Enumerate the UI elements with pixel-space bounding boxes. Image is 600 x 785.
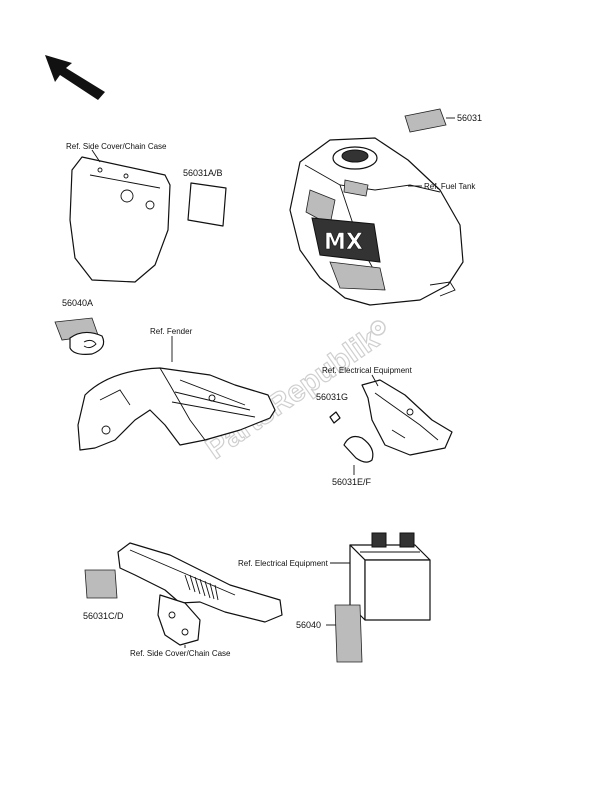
decal-56031G <box>329 411 341 424</box>
decal-56040A <box>54 317 105 355</box>
label-56040A: 56040A <box>62 298 93 308</box>
label-ref-fender: Ref. Fender <box>150 327 193 336</box>
label-ref-electrical-bottom: Ref. Electrical Equipment <box>238 559 329 568</box>
label-56031AB: 56031A/B <box>183 168 223 178</box>
label-56031G: 56031G <box>316 392 348 402</box>
watermark-gear-icon <box>370 320 386 336</box>
decal-56040 <box>334 604 363 663</box>
side-cover-top <box>69 156 171 283</box>
battery <box>349 532 431 621</box>
direction-arrow-icon <box>45 55 105 100</box>
decal-56031CD <box>84 569 118 599</box>
fuel-tank <box>289 137 464 306</box>
label-ref-side-cover-bottom: Ref. Side Cover/Chain Case <box>130 649 231 658</box>
decal-56031EF <box>343 435 374 463</box>
label-ref-fuel-tank: Ref. Fuel Tank <box>424 182 476 191</box>
label-56031: 56031 <box>457 113 482 123</box>
chain-case <box>117 542 283 646</box>
label-ref-electrical-top: Ref. Electrical Equipment <box>322 366 413 375</box>
decal-56031 <box>404 108 447 133</box>
tank-badge: MX <box>324 230 363 255</box>
rear-fender <box>77 367 276 451</box>
leader-line <box>91 149 101 163</box>
label-ref-side-cover-top: Ref. Side Cover/Chain Case <box>66 142 167 151</box>
label-56040: 56040 <box>296 620 321 630</box>
label-56031CD: 56031C/D <box>83 611 124 621</box>
electrical-bracket <box>361 379 453 456</box>
decal-56031AB <box>187 182 227 227</box>
label-56031EF: 56031E/F <box>332 477 372 487</box>
leader-line <box>371 374 379 387</box>
